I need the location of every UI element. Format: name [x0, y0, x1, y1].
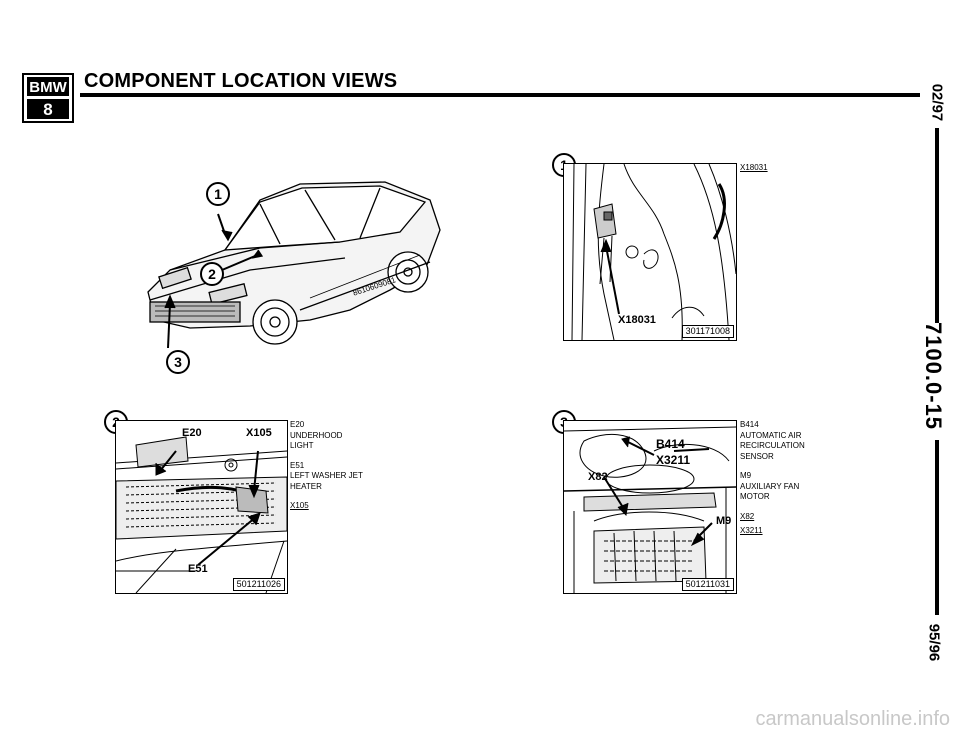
- overview-callout-3: 3: [166, 350, 190, 374]
- fig3-legend-b414-code: B414: [740, 420, 759, 429]
- margin-rule-top: [935, 128, 939, 323]
- overview-callout-1: 1: [206, 182, 230, 206]
- fig1-legend: X18031: [740, 163, 768, 174]
- fig3-label-x82: X82: [588, 471, 608, 483]
- margin-date-top: 02/97: [928, 83, 946, 122]
- fig2-figure-code: 501211026: [232, 578, 285, 591]
- fig2-legend-x105-code: X105: [290, 501, 309, 510]
- fig2-legend-e20-desc-2: LIGHT: [290, 441, 314, 450]
- fig1-frame: X18031 301171008: [563, 163, 737, 341]
- fig3-figure-code: 501211031: [681, 578, 734, 591]
- fig3-legend: B414 AUTOMATIC AIR RECIRCULATION SENSOR …: [740, 420, 805, 537]
- fig3-legend-b414-desc-3: SENSOR: [740, 451, 774, 461]
- fig2-label-x105: X105: [246, 427, 272, 439]
- watermark: carmanualsonline.info: [755, 708, 950, 730]
- fig3-label-b414: B414: [656, 437, 685, 451]
- fig3-legend-b414-desc-2: RECIRCULATION: [740, 441, 805, 450]
- fig2-label-e20: E20: [182, 427, 202, 439]
- margin-rule-bottom: [935, 440, 939, 615]
- fig3-legend-x82-code: X82: [740, 511, 755, 521]
- margin-date-bottom: 95/96: [925, 623, 943, 662]
- fig2-label-e51: E51: [188, 563, 208, 575]
- fig2-legend-e20-desc-1: UNDERHOOD: [290, 430, 343, 440]
- fig3-label-x3211: X3211: [656, 453, 691, 467]
- fig3-legend-m9-code: M9: [740, 471, 752, 480]
- fig3-legend-x3211-code: X3211: [740, 526, 763, 535]
- fig2-legend-e51-desc-2: HEATER: [290, 481, 322, 491]
- page-title: COMPONENT LOCATION VIEWS: [84, 70, 398, 92]
- fig3-label-m9: M9: [716, 515, 732, 527]
- logo-text-top: BMW: [29, 79, 67, 96]
- header-rule: [80, 93, 920, 97]
- fig2-legend-e51-desc-1: LEFT WASHER JET: [290, 471, 363, 480]
- fig3-legend-m9-desc-1: AUXILIARY FAN: [740, 481, 800, 491]
- fig2-frame: E20 X105 E51 501211026: [115, 420, 288, 594]
- bmw-8-logo: BMW 8: [22, 73, 74, 123]
- margin-page-number: 7100.0-15: [921, 321, 946, 431]
- logo-text-bottom: 8: [43, 100, 52, 119]
- fig3-frame: B414 X3211 X82 M9 501211031: [563, 420, 737, 594]
- overview-callout-2: 2: [200, 262, 224, 286]
- fig2-legend-e51-code: E51: [290, 460, 305, 470]
- car-overview-illustration: [130, 170, 460, 370]
- fig2-legend-e20-code: E20: [290, 420, 305, 429]
- fig2-legend: E20 UNDERHOOD LIGHT E51 LEFT WASHER JET …: [290, 420, 363, 512]
- fig1-figure-code: 301171008: [681, 325, 734, 338]
- fig3-legend-m9-desc-2: MOTOR: [740, 492, 770, 501]
- fig1-connector-label: X18031: [618, 314, 656, 326]
- fig3-legend-b414-desc-1: AUTOMATIC AIR: [740, 430, 802, 440]
- fig1-legend-code: X18031: [740, 163, 768, 172]
